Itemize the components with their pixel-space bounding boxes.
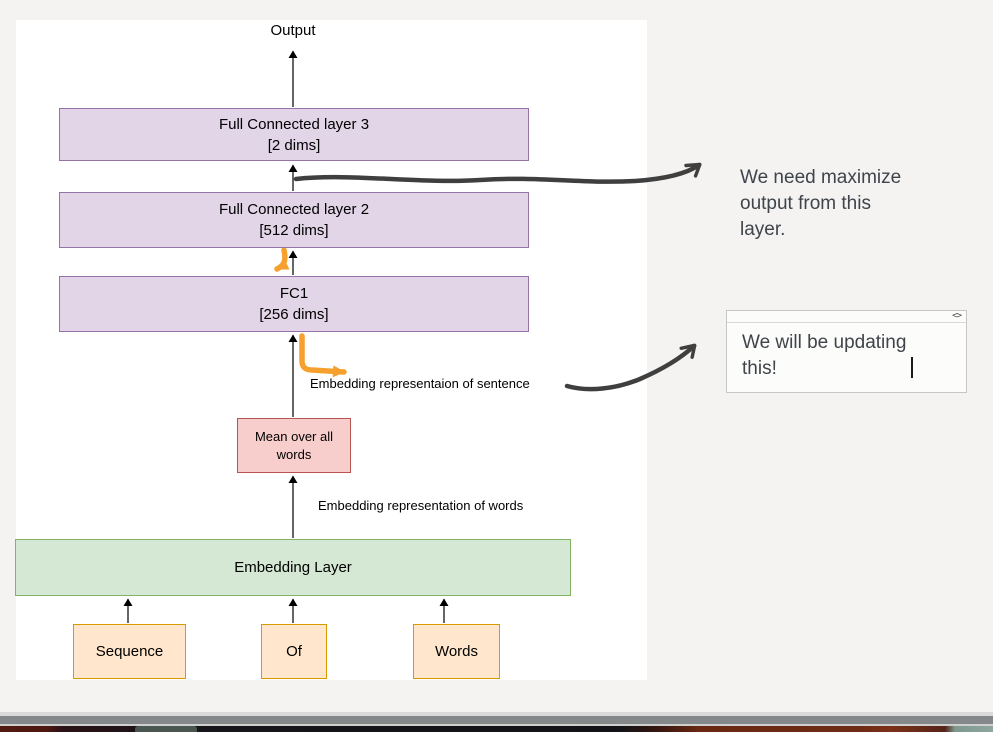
bottom-divider-line (0, 712, 993, 716)
mean-over-words-label: Mean over all words (254, 428, 334, 462)
taskbar-sliver[interactable] (0, 726, 993, 732)
embedding-layer-box[interactable]: Embedding Layer (15, 539, 571, 596)
textbox-toolbar: <> (727, 311, 966, 323)
mean-over-words-box[interactable]: Mean over all words (237, 418, 351, 473)
fc-layer2-dims: [512 dims] (259, 222, 329, 239)
taskbar-item[interactable] (135, 726, 197, 732)
annotation-note: We need maximize output from this layer. (740, 167, 902, 240)
embedding-layer-label: Embedding Layer (234, 559, 352, 576)
fc-layer2-title: Full Connected layer 2 (218, 201, 370, 218)
fc-layer2-box[interactable]: Full Connected layer 2 [512 dims] (59, 192, 529, 248)
annotation-textbox[interactable]: <> We will be updating this! (726, 310, 967, 393)
fc-layer1-title: FC1 (279, 285, 309, 302)
fc-layer3-dims: [2 dims] (267, 136, 321, 154)
input-word-label: Of (286, 643, 302, 660)
fc-layer3-title: Full Connected layer 3 (218, 115, 370, 133)
sentence-embedding-label: Embedding representaion of sentence (310, 376, 530, 391)
textbox-input[interactable]: We will be updating this! (727, 323, 966, 382)
fc-layer3-box[interactable]: Full Connected layer 3 [2 dims] (59, 108, 529, 161)
fc-layer1-dims: [256 dims] (259, 306, 329, 323)
bottom-thin-line (0, 724, 993, 726)
text-cursor (911, 357, 913, 378)
textbox-text: We will be updating this! (742, 332, 907, 379)
input-word-box-sequence[interactable]: Sequence (73, 624, 186, 679)
word-embedding-label: Embedding representation of words (318, 498, 524, 513)
input-word-label: Words (434, 643, 479, 660)
input-word-box-words[interactable]: Words (413, 624, 500, 679)
input-word-box-of[interactable]: Of (261, 624, 327, 679)
input-word-label: Sequence (95, 643, 164, 660)
bottom-gray-bar (0, 716, 993, 724)
code-toggle-icon[interactable]: <> (952, 311, 962, 321)
fc-layer1-box[interactable]: FC1 [256 dims] (59, 276, 529, 332)
output-label: Output (270, 22, 316, 39)
